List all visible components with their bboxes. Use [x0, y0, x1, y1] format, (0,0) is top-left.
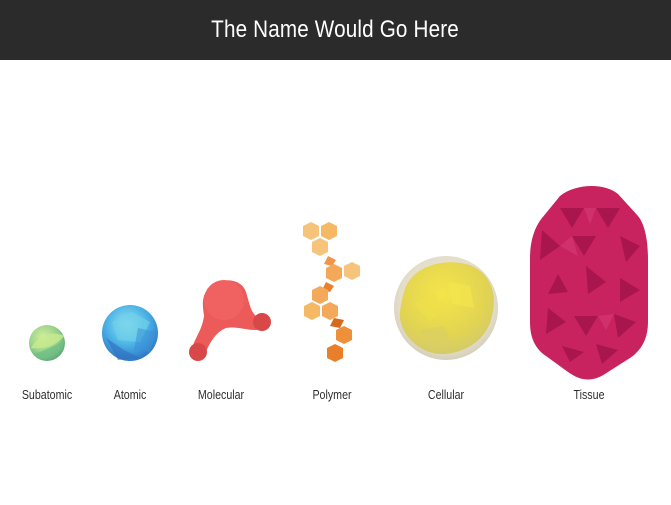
molecule-icon [189, 280, 271, 361]
subatomic-particle-icon [29, 325, 65, 361]
cell-icon [394, 256, 498, 360]
atom-sphere-icon [102, 305, 158, 361]
scale-of-life-row: Subatomic Atomic Molecular Polymer Cellu… [0, 60, 671, 505]
scale-label-molecular: Molecular [197, 387, 245, 402]
page-header: The Name Would Go Here [0, 0, 671, 60]
scale-illustrations [29, 185, 648, 380]
polymer-chain-icon [303, 222, 360, 362]
scale-label-polymer: Polymer [312, 387, 352, 402]
scale-label-tissue: Tissue [573, 387, 605, 402]
scale-label-atomic: Atomic [113, 387, 147, 402]
scale-label-cellular: Cellular [427, 387, 465, 402]
page-title: The Name Would Go Here [211, 16, 460, 43]
scale-label-subatomic: Subatomic [21, 387, 73, 402]
tissue-icon [530, 185, 648, 380]
